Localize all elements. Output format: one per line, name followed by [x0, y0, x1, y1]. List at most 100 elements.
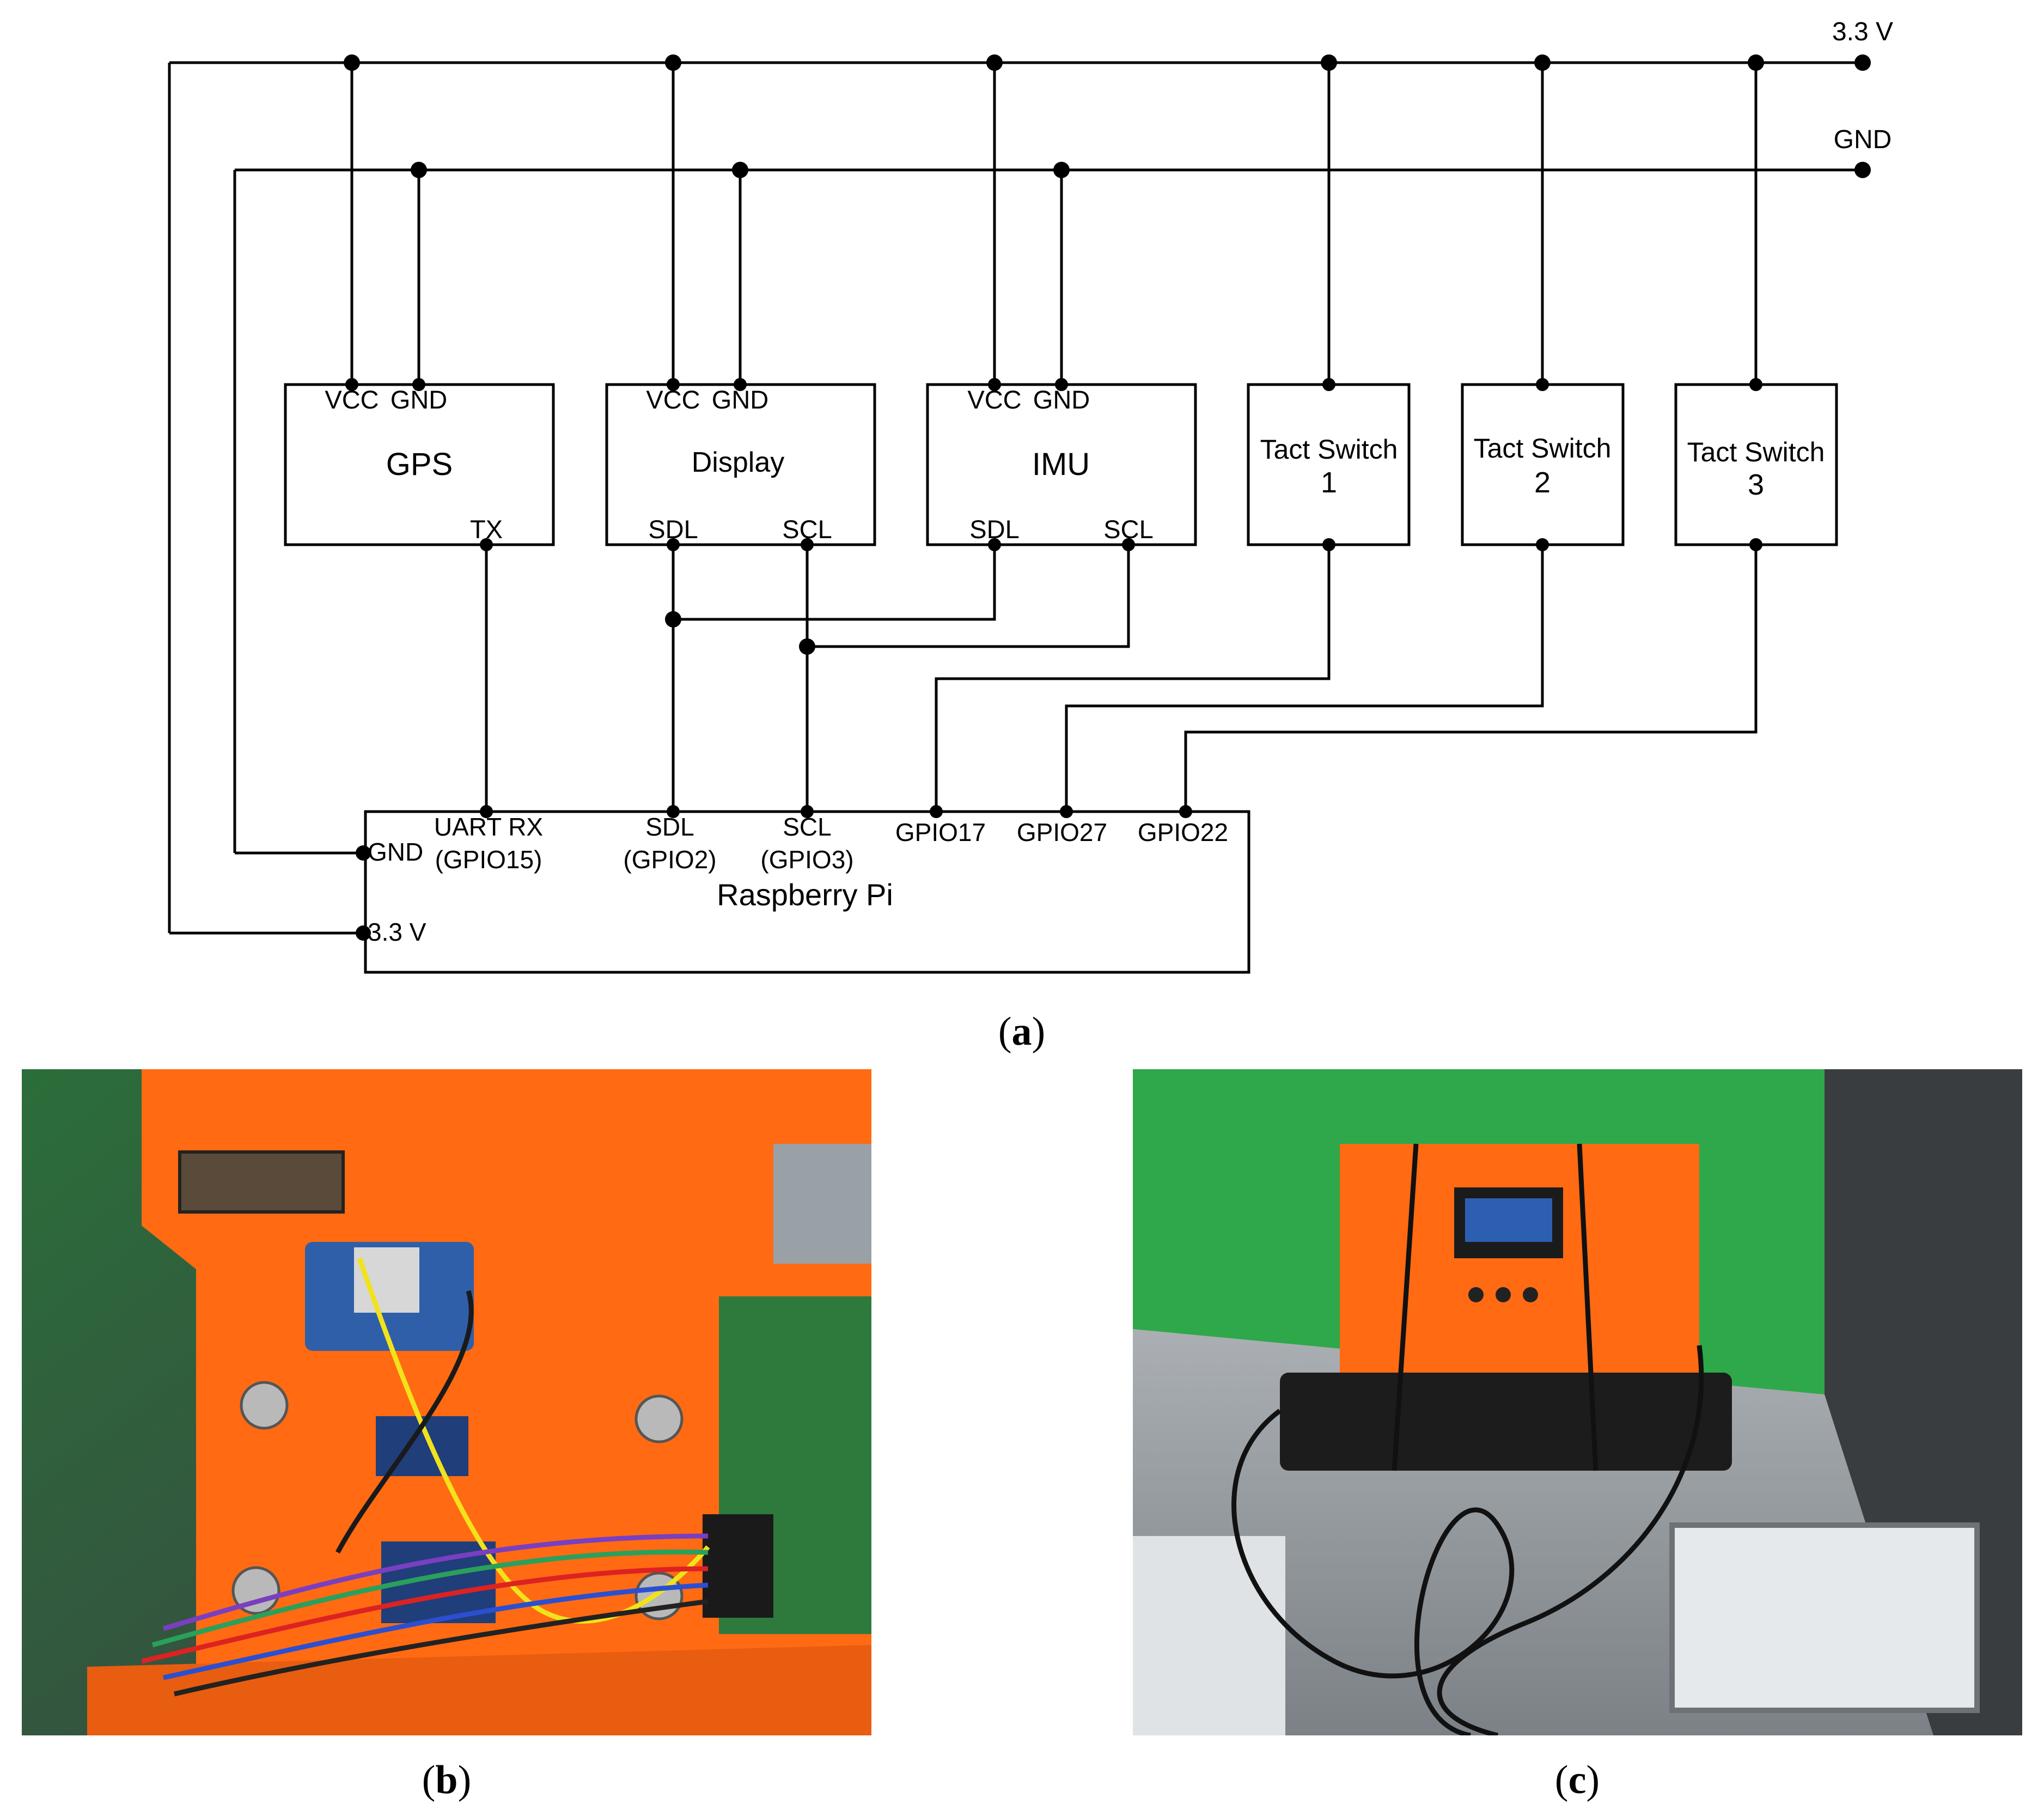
imu-title: IMU — [1032, 447, 1090, 482]
switch1-signal-wire — [935, 545, 1331, 812]
display-vcc-label: VCC — [646, 385, 700, 414]
wire-red — [141, 1566, 709, 1664]
tram-window — [1669, 1522, 1980, 1713]
pin — [801, 538, 814, 551]
switch2-label: Tact Switch — [1474, 433, 1612, 464]
pin — [1122, 538, 1135, 551]
display-title: Display — [692, 447, 785, 478]
imu-gnd-label: GND — [1033, 385, 1090, 414]
pin — [480, 805, 493, 818]
pin — [801, 805, 814, 818]
junctions — [344, 54, 1871, 941]
rpi-gpio17-label: GPIO17 — [895, 818, 986, 846]
switch1-box — [1247, 383, 1411, 546]
rpi-scl-gpio-label: (GPIO3) — [760, 845, 853, 874]
gnd-rail-label: GND — [1834, 125, 1892, 154]
pin — [1536, 378, 1549, 391]
switch1-number: 1 — [1321, 466, 1337, 499]
pin — [345, 378, 358, 391]
imu-scl-label: SCL — [1103, 515, 1153, 544]
switch3-number: 3 — [1748, 468, 1764, 501]
vcc-rail-label: 3.3 V — [1832, 17, 1893, 46]
pin — [1322, 378, 1335, 391]
display-sdl-label: SDL — [648, 515, 698, 544]
pin — [988, 378, 1001, 391]
device-enclosure — [1340, 1144, 1699, 1394]
gps-tx-label: TX — [470, 515, 503, 544]
junction — [1321, 54, 1337, 71]
power-bank — [1280, 1373, 1732, 1471]
pin — [356, 925, 371, 941]
gps-antenna — [354, 1247, 419, 1313]
tact-switch — [1468, 1287, 1484, 1302]
junction — [1053, 162, 1070, 178]
pin — [734, 378, 747, 391]
usb-cable — [1231, 1409, 1515, 1735]
rpi-gpio27-label: GPIO27 — [1017, 818, 1107, 846]
pin — [480, 538, 493, 551]
schematic-labels: 3.3 V GND VCC GND GPS TX VCC GND Display… — [325, 17, 1893, 946]
caption-b: (b) — [422, 1758, 471, 1802]
junction — [799, 638, 815, 655]
pin — [1179, 805, 1192, 818]
wire-green — [151, 1549, 709, 1648]
imu-vcc-label: VCC — [967, 385, 1021, 414]
caption-c: (c) — [1555, 1758, 1600, 1802]
pin — [667, 805, 680, 818]
pin — [1055, 378, 1068, 391]
rpi-sdl-label: SDL — [645, 813, 694, 841]
pin — [930, 805, 943, 818]
display-scl-label: SCL — [782, 515, 832, 544]
nut — [231, 1566, 280, 1615]
rpi-title: Raspberry Pi — [717, 877, 893, 912]
pin — [988, 538, 1001, 551]
battery-holder — [178, 1150, 345, 1214]
rpi-3v3-label: 3.3 V — [368, 918, 426, 946]
gnd-terminal — [1854, 162, 1871, 178]
gps-title: GPS — [386, 447, 453, 482]
tact-switch — [1496, 1287, 1511, 1302]
switch2-box — [1461, 383, 1625, 546]
imu-scl-wire — [807, 545, 1130, 648]
switch1-label: Tact Switch — [1260, 434, 1398, 465]
rpi-gnd-label: GND — [368, 838, 423, 866]
junction — [732, 162, 748, 178]
junction — [344, 54, 360, 71]
gpio-connector — [703, 1514, 773, 1618]
usb-cable — [1437, 1345, 1704, 1735]
pin — [1749, 378, 1762, 391]
gps-vcc-label: VCC — [325, 385, 379, 414]
oled-screen — [1465, 1198, 1552, 1242]
pin — [667, 538, 680, 551]
imu-sdl-wire — [673, 545, 996, 621]
wire-yellow — [357, 1257, 710, 1624]
pin — [1322, 538, 1335, 551]
pin — [356, 845, 371, 861]
junction — [986, 54, 1003, 71]
switch2-signal-wire — [1065, 545, 1544, 812]
switch3-signal-wire — [1184, 545, 1758, 812]
pin — [667, 378, 680, 391]
usb-ports — [773, 1144, 871, 1264]
rpi-scl-label: SCL — [783, 813, 831, 841]
photo-mounted — [1133, 1069, 2022, 1735]
cable-strap — [1577, 1143, 1598, 1471]
caption-a: (a) — [998, 1009, 1045, 1054]
nut — [634, 1394, 684, 1443]
wire-blue — [163, 1582, 709, 1680]
junction — [665, 611, 681, 627]
wire-purple — [162, 1533, 709, 1631]
pin — [1536, 538, 1549, 551]
photo-internals — [22, 1069, 871, 1735]
gps-gnd-label: GND — [391, 385, 447, 414]
imu-sdl-label: SDL — [969, 515, 1019, 544]
pin — [1749, 538, 1762, 551]
vcc-terminal — [1854, 54, 1871, 71]
pin — [412, 378, 425, 391]
tact-switch — [1523, 1287, 1538, 1302]
junction — [411, 162, 427, 178]
junction — [1534, 54, 1551, 71]
nut — [240, 1381, 289, 1430]
